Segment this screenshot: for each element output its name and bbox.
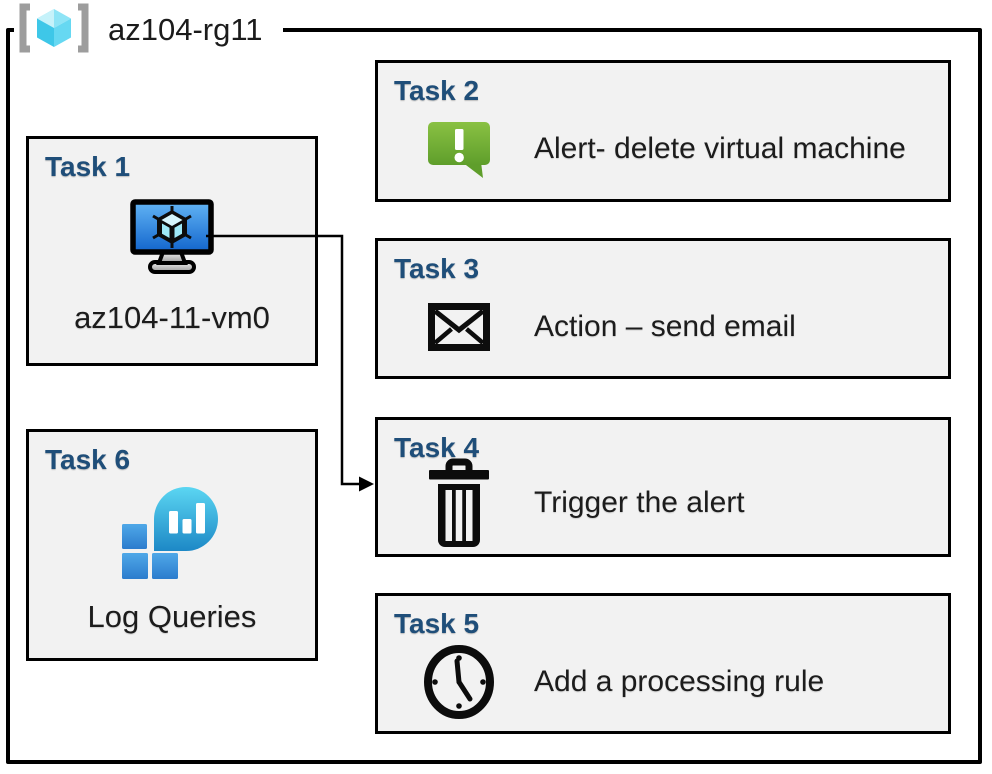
task1-label: az104-11-vm0 xyxy=(74,300,270,335)
trash-icon xyxy=(418,457,500,549)
virtual-machine-icon xyxy=(29,198,315,276)
task2-title: Task 2 xyxy=(394,75,480,106)
task1-box: Task 1 xyxy=(26,136,318,366)
task6-label: Log Queries xyxy=(87,599,257,634)
task5-box: Task 5 Add a processing rule xyxy=(375,593,951,734)
task6-title: Task 6 xyxy=(45,444,131,475)
task3-box: Task 3 Action – send email xyxy=(375,238,951,379)
log-analytics-icon xyxy=(29,487,315,579)
task3-label: Action – send email xyxy=(534,309,796,343)
task4-box: Task 4 Trigger the alert xyxy=(375,417,951,557)
task2-label: Alert- delete virtual machine xyxy=(534,132,906,165)
resource-group-name: az104-rg11 xyxy=(108,12,263,47)
task4-label: Trigger the alert xyxy=(534,486,745,519)
task6-box: Task 6 Log Queries xyxy=(26,429,318,661)
task5-label: Add a processing rule xyxy=(534,664,825,698)
alert-message-icon xyxy=(418,116,500,182)
email-envelope-icon xyxy=(418,302,500,351)
task4-title: Task 4 xyxy=(394,432,480,463)
task3-title: Task 3 xyxy=(394,253,480,284)
task5-title: Task 5 xyxy=(394,608,480,639)
resource-group-icon xyxy=(16,2,92,59)
task1-title: Task 1 xyxy=(45,151,131,182)
resource-group-header: az104-rg11 xyxy=(14,1,283,59)
clock-icon xyxy=(418,642,500,722)
task2-box: Task 2 Alert- delete virtual machine xyxy=(375,60,951,202)
